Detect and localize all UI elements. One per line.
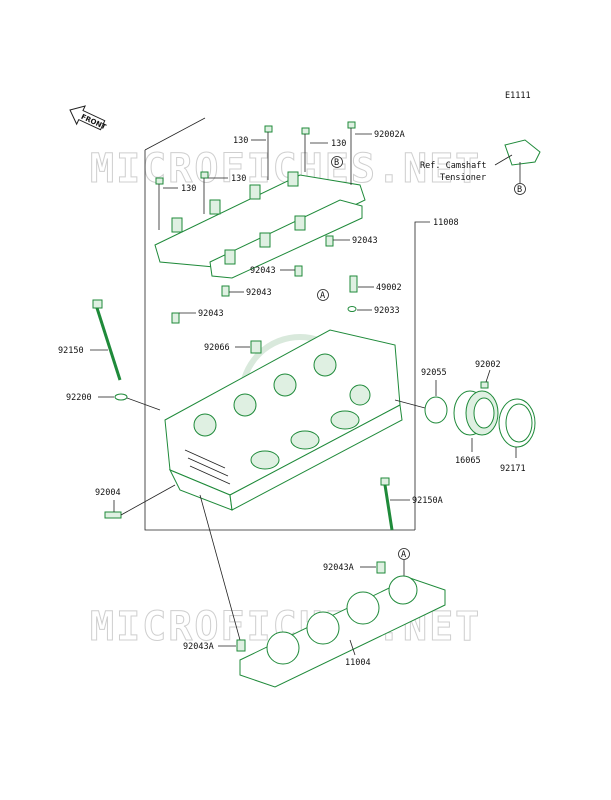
callout-92066: 92066 [204, 343, 230, 353]
ref-camshaft-label: Ref. Camshaft [420, 161, 487, 171]
stud-92004-icon [104, 511, 122, 519]
callout-92200: 92200 [66, 393, 92, 403]
assembly-frame [144, 150, 415, 531]
camshaft-cap-lower [209, 199, 363, 279]
bolt-130-icon [155, 121, 356, 230]
callout-92171: 92171 [500, 464, 526, 474]
front-arrow-icon: FRONT [69, 105, 108, 131]
svg-text:A: A [401, 550, 406, 560]
stud-92150A-icon [380, 477, 394, 531]
callout-49002: 49002 [376, 283, 402, 293]
callout-130-d: 130 [231, 174, 246, 184]
dowel-92043A-icon-a [376, 561, 386, 574]
callout-11004: 11004 [345, 658, 371, 668]
callout-92055: 92055 [421, 368, 447, 378]
callout-130-a: 130 [233, 136, 248, 146]
screw-92002-icon [480, 381, 489, 389]
clip-92033-icon [347, 306, 357, 312]
head-gasket-11004-icon [239, 575, 446, 688]
callout-92043-c: 92043 [246, 288, 272, 298]
callout-92033: 92033 [374, 306, 400, 316]
dowel-pin-92043-icon [171, 235, 334, 324]
callout-16065: 16065 [455, 456, 481, 466]
o-ring-92055-icon [424, 396, 448, 424]
figure-code: E1111 [505, 91, 531, 101]
callout-92043A-a: 92043A [323, 563, 354, 573]
plug-92066-icon [250, 340, 262, 354]
marker-a-1 [317, 289, 329, 301]
callout-92043-a: 92043 [352, 236, 378, 246]
stud-92150-icon [92, 299, 122, 381]
marker-b-2 [514, 183, 526, 195]
svg-text:B: B [517, 185, 522, 195]
callout-92004: 92004 [95, 488, 121, 498]
callout-92150A: 92150A [412, 496, 443, 506]
svg-text:B: B [334, 158, 339, 168]
pin-49002-icon [349, 275, 358, 293]
cylinder-head-icon [164, 329, 403, 511]
callout-92043-d: 92043 [198, 309, 224, 319]
callout-130-b: 130 [331, 139, 346, 149]
callout-92002A: 92002A [374, 130, 405, 140]
callout-130-c: 130 [181, 184, 196, 194]
svg-text:A: A [320, 291, 325, 301]
holder-16065-icon [453, 390, 499, 436]
callout-92002: 92002 [475, 360, 501, 370]
dowel-92043A-icon-b [236, 639, 246, 652]
ref-tensioner-label: Tensioner [440, 173, 486, 183]
marker-a-2 [398, 548, 410, 560]
washer-92200-icon [114, 393, 128, 401]
callout-92043-b: 92043 [250, 266, 276, 276]
callout-92043A-b: 92043A [183, 642, 214, 652]
camshaft-cap-upper [154, 171, 366, 269]
camshaft-tensioner-ref-icon [494, 139, 541, 183]
callout-11008: 11008 [433, 218, 459, 228]
marker-b-1 [331, 156, 343, 168]
callout-92150: 92150 [58, 346, 84, 356]
clamp-92171-icon [498, 398, 536, 448]
